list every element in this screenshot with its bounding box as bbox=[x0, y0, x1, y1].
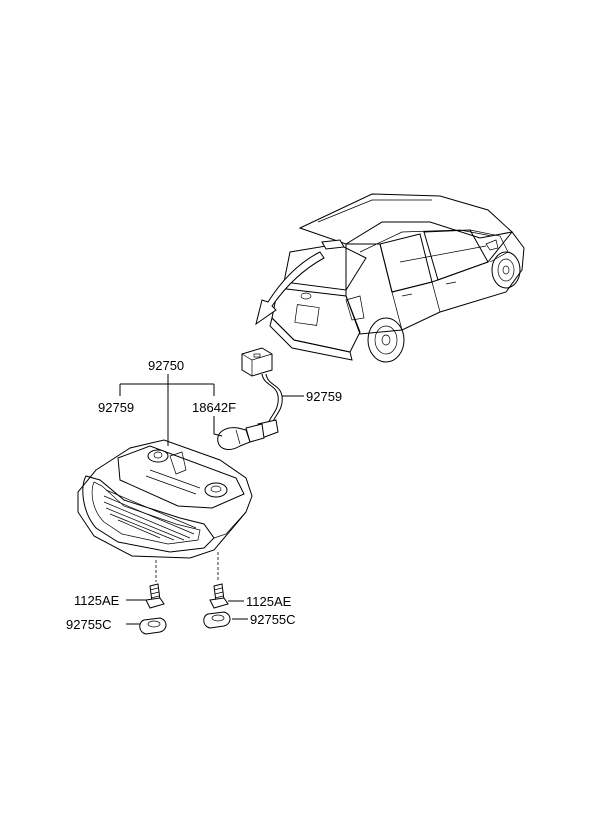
socket-wire-assembly bbox=[217, 347, 283, 450]
label-screw-left: 1125AE bbox=[74, 593, 120, 608]
label-bulb: 18642F bbox=[192, 400, 236, 415]
label-assembly: 92750 bbox=[148, 358, 184, 373]
location-arrow bbox=[255, 251, 325, 326]
label-clip-right: 92755C bbox=[250, 612, 296, 627]
high-mount-stop-lamp bbox=[77, 439, 253, 559]
mounting-hardware bbox=[139, 552, 231, 635]
vehicle-illustration bbox=[269, 193, 525, 363]
label-lens-part: 92759 bbox=[98, 400, 134, 415]
label-screw-right: 1125AE bbox=[246, 594, 292, 609]
label-clip-left: 92755C bbox=[66, 617, 112, 632]
label-socket-wire: 92759 bbox=[306, 389, 342, 404]
leader-lines bbox=[119, 374, 304, 625]
